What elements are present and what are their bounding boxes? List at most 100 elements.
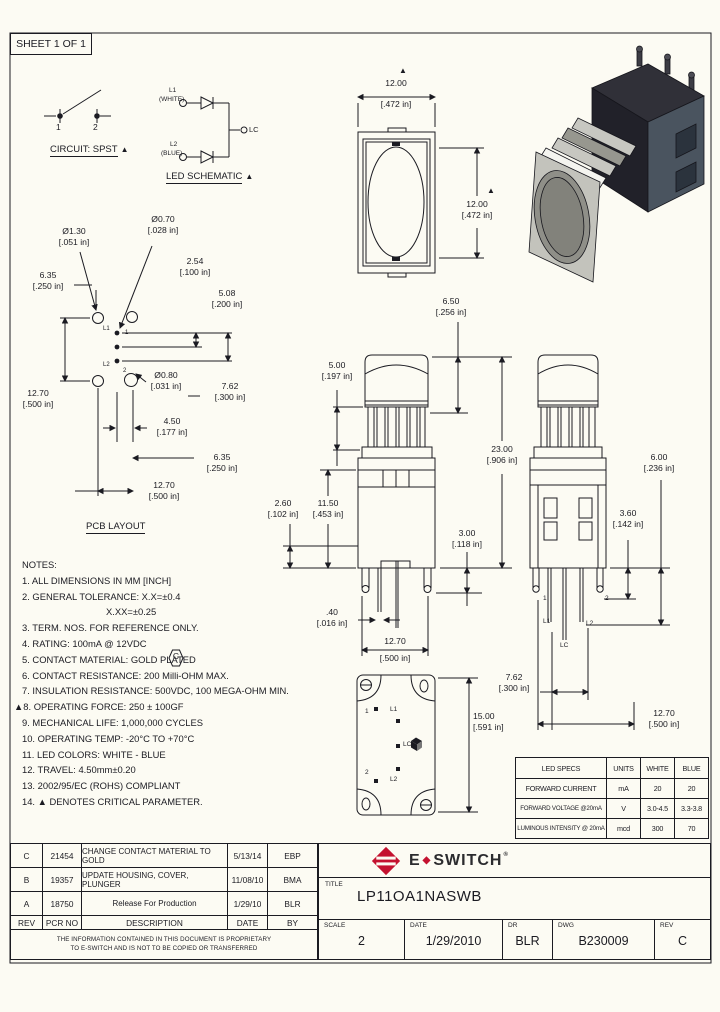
dim-top-width-mm: 12.00 (370, 78, 422, 89)
dim-mm: 2.60 (274, 498, 292, 508)
dim-pcb-right: 7.62[.300 in] (206, 381, 254, 403)
note-line: 12. TRAVEL: 4.50mm±0.20 (22, 764, 136, 776)
dim-front-total-height: 23.00[.906 in] (477, 444, 527, 466)
registered-mark: ® (503, 851, 509, 858)
title-label: TITLE (325, 881, 343, 888)
bottom-lc-label: LC (403, 741, 412, 748)
led-schematic-drawing (179, 96, 248, 164)
dim-mm: 12.70 (653, 708, 675, 718)
dim-front-upper: 5.00[.197 in] (312, 360, 362, 382)
rev-cell: Release For Production (81, 891, 227, 915)
rev-cell: 19357 (42, 867, 81, 891)
date-cell: DATE 1/29/2010 (404, 920, 502, 959)
title-row: TITLE LP11OA1NASWB (319, 878, 710, 920)
rev-label: REV (660, 922, 674, 929)
eswitch-logo-icon (371, 846, 401, 875)
scale-label: SCALE (324, 922, 346, 929)
circuit-terminal-2: 2 (93, 122, 98, 132)
note-line: 7. INSULATION RESISTANCE: 500VDC, 100 ME… (22, 685, 289, 697)
dim-front-plunger: 6.50[.256 in] (426, 296, 476, 318)
side-l2-label: L2 (586, 620, 594, 627)
dim-mm: Ø0.80 (154, 370, 178, 380)
notes-title: NOTES: (22, 559, 57, 570)
proprietary-line-1: THE INFORMATION CONTAINED IN THIS DOCUME… (56, 936, 272, 943)
dr-value: BLR (515, 934, 540, 948)
dim-in: [.102 in] (267, 509, 299, 519)
dwg-cell: DWG B230009 (552, 920, 654, 959)
dim-bottom-height: 15.00[.591 in] (473, 711, 519, 733)
dim-mm: 15.00 (473, 711, 495, 721)
note-line: ▲8. OPERATING FORCE: 250 ± 100GF (14, 701, 184, 713)
led-cell: FORWARD CURRENT (516, 778, 606, 798)
note-line: 9. MECHANICAL LIFE: 1,000,000 CYCLES (22, 716, 203, 728)
dim-in: [.118 in] (452, 539, 482, 549)
led-cell: 70 (674, 818, 708, 838)
note-line: 10. OPERATING TEMP: -20°C TO +70°C (22, 732, 195, 744)
led-schematic-label-text: LED SCHEMATIC (166, 171, 243, 184)
circuit-terminal-1: 1 (56, 122, 61, 132)
note-line: 1. ALL DIMENSIONS IN MM [INCH] (22, 574, 172, 586)
note-line: 3. TERM. NOS. FOR REFERENCE ONLY. (22, 622, 199, 634)
isometric-render (528, 45, 705, 283)
dim-mm: Ø0.70 (151, 214, 175, 224)
dim-in: [.472 in] (461, 210, 493, 220)
dim-front-body: 11.50[.453 in] (305, 498, 351, 520)
pcb-layout-title: PCB LAYOUT (86, 521, 146, 534)
brand-wordmark: E ◆ SWITCH ® (409, 852, 509, 870)
dim-in: [.300 in] (498, 683, 530, 693)
dim-pcb-mid: 4.50[.177 in] (150, 416, 194, 438)
dim-mm: 7.62 (221, 381, 239, 391)
pcb-layout-title-text: PCB LAYOUT (86, 521, 146, 534)
rev-header-cell: DESCRIPTION (81, 915, 227, 930)
dim-mm: 6.50 (442, 296, 460, 306)
material-flag-c: C (172, 651, 180, 661)
led-l1-color: (WHITE) (159, 96, 185, 103)
dim-in: [.500 in] (648, 719, 680, 729)
dim-in: [.256 in] (435, 307, 467, 317)
led-cell: V (606, 798, 640, 818)
dim-mm: 12.70 (153, 480, 175, 490)
dim-in: [.031 in] (150, 381, 182, 391)
brand-rest: SWITCH (433, 851, 503, 869)
dim-front-pin-span-mm: 12.70 (368, 636, 422, 647)
bottom-l2-label: L2 (390, 776, 398, 783)
dim-in: [.142 in] (612, 519, 644, 529)
dim-mm: 5.00 (328, 360, 346, 370)
led-lc-label: LC (249, 125, 259, 134)
dim-in: [.500 in] (379, 653, 411, 663)
brand-e: E (409, 851, 421, 869)
rev-header-cell: DATE (227, 915, 267, 930)
scale-value: 2 (358, 934, 365, 948)
rev-cell: C (23, 850, 30, 861)
dim-pcb-pitch: 2.54[.100 in] (172, 256, 218, 278)
dim-front-pin-width: .40[.016 in] (310, 607, 354, 629)
dwg-value: B230009 (578, 934, 629, 948)
rev-cell: UPDATE HOUSING, COVER, PLUNGER (81, 867, 227, 891)
dim-mm: 6.35 (213, 452, 231, 462)
dim-mm: 12.70 (384, 636, 406, 646)
led-cell: mA (606, 778, 640, 798)
pcb-2-label: 2 (123, 368, 127, 374)
dim-mm: 3.60 (619, 508, 637, 518)
dim-mm: 12.00 (385, 78, 407, 88)
dim-side-span: 12.70[.500 in] (638, 708, 690, 730)
dim-in: [.472 in] (380, 99, 412, 109)
front-view-drawing (283, 322, 512, 656)
dim-mm: Ø1.30 (62, 226, 86, 236)
dim-in: [.500 in] (148, 491, 180, 501)
dim-in: [.177 in] (156, 427, 188, 437)
dim-top-width-in: [.472 in] (370, 99, 422, 110)
side-l1-label: L1 (543, 618, 551, 625)
side-lc-label: LC (560, 642, 569, 649)
side-view-drawing (529, 354, 670, 730)
dim-mm: 12.00 (466, 199, 488, 209)
critical-triangle-icon: ▲ (399, 66, 407, 75)
rev-cell: 1/29/10 (227, 891, 267, 915)
brand-row: E ◆ SWITCH ® (319, 844, 710, 878)
rev-cell: BLR (267, 891, 317, 915)
dim-in: [.906 in] (486, 455, 518, 465)
dim-in: [.100 in] (179, 267, 211, 277)
pcb-l2-label: L2 (103, 362, 110, 368)
